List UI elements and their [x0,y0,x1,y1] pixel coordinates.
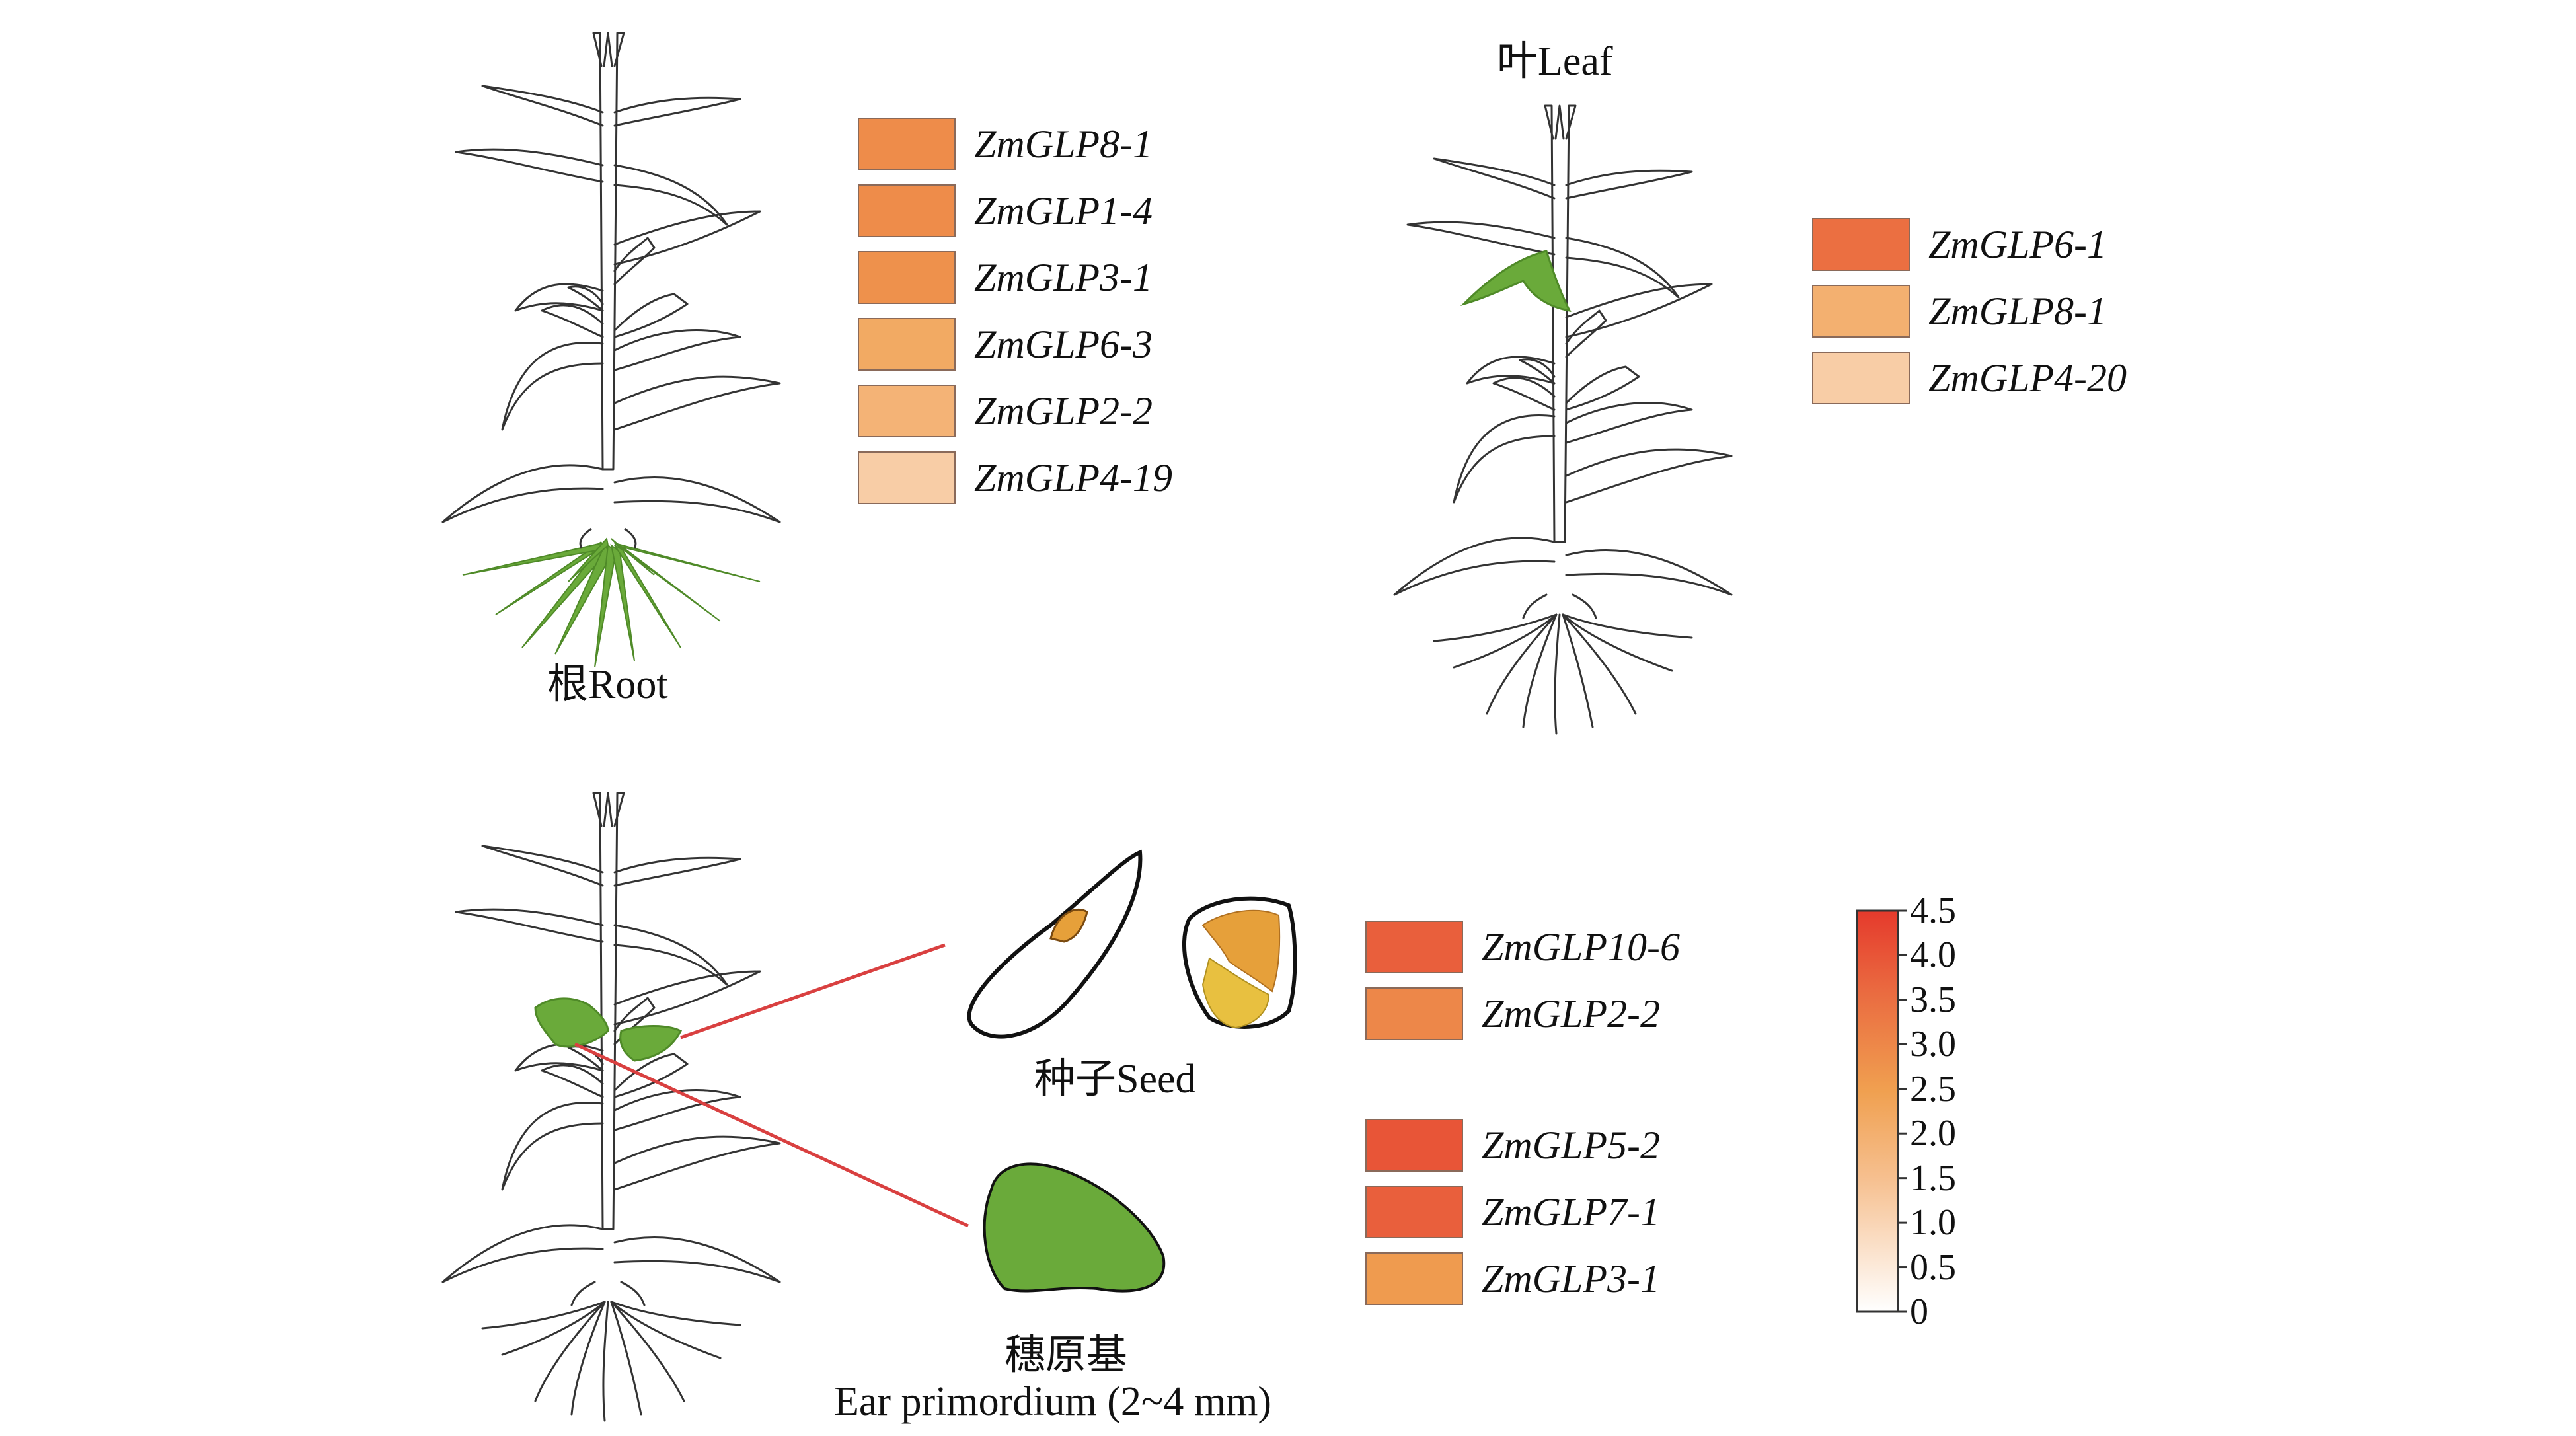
legend-gene-label: ZmGLP5-2 [1482,1123,1661,1167]
legend-swatch [1365,987,1463,1040]
legend-gene-label: ZmGLP8-1 [974,122,1153,166]
colorbar-tick-label: 2.5 [1910,1068,1956,1110]
legend-swatch [858,118,956,170]
legend-swatch [1365,1186,1463,1238]
colorbar-tick-label: 4.0 [1910,934,1956,976]
root-plant [441,32,781,668]
ear-connector [574,1042,969,1228]
seed-title: 种子Seed [1034,1057,1196,1102]
colorbar-tick-label: 0.5 [1910,1246,1956,1288]
ear-title-en: Ear primordium (2~4 mm) [834,1379,1272,1424]
colorbar-tick-label: 2.0 [1910,1113,1956,1154]
seed-connector [680,943,946,1039]
legend-gene-label: ZmGLP6-1 [1928,223,2107,266]
ear-right [619,1025,683,1062]
legend-gene-label: ZmGLP8-1 [1928,289,2107,333]
colorbar-tick-label: 1.0 [1910,1202,1956,1244]
legend-gene-label: ZmGLP4-20 [1928,356,2127,400]
legend-swatch [858,451,956,504]
seed-embryo [1049,908,1088,943]
legend-swatch [1812,285,1910,338]
legend-gene-label: ZmGLP2-2 [974,389,1153,433]
legend-gene-label: ZmGLP6-3 [974,322,1153,366]
legend-gene-label: ZmGLP7-1 [1482,1190,1661,1234]
legend-gene-label: ZmGLP3-1 [974,256,1153,299]
leaf-plant [1393,104,1733,735]
legend-swatch [858,385,956,437]
ear-primordium-shape [983,1162,1166,1293]
legend-swatch [1365,1119,1463,1172]
seed-section [967,849,1143,1039]
legend-swatch [858,184,956,237]
legend-gene-label: ZmGLP2-2 [1482,992,1661,1036]
legend-gene-label: ZmGLP3-1 [1482,1257,1661,1301]
legend-swatch [858,318,956,371]
legend-gene-label: ZmGLP1-4 [974,189,1153,233]
highlighted-leaf [1460,250,1572,312]
colorbar-tick-label: 0 [1910,1291,1928,1332]
root-title: 根Root [547,662,668,707]
colorbar-tick-label: 4.5 [1910,890,1956,931]
ear-title-cn: 穗原基 [1004,1333,1128,1378]
legend-swatch [1812,218,1910,271]
legend-gene-label: ZmGLP10-6 [1482,925,1681,969]
legend-gene-label: ZmGLP4-19 [974,456,1173,500]
legend-swatch [858,251,956,304]
colorbar-tick-label: 3.5 [1910,979,1956,1020]
legend-swatch [1365,921,1463,973]
colorbar [1856,909,1899,1313]
ear-plant [441,792,781,1422]
leaf-title: 叶Leaf [1497,39,1613,84]
colorbar-tick-label: 3.0 [1910,1024,1956,1065]
colorbar-tick-label: 1.5 [1910,1157,1956,1199]
ear-left [534,997,609,1048]
legend-swatch [1812,352,1910,404]
legend-swatch [1365,1252,1463,1305]
